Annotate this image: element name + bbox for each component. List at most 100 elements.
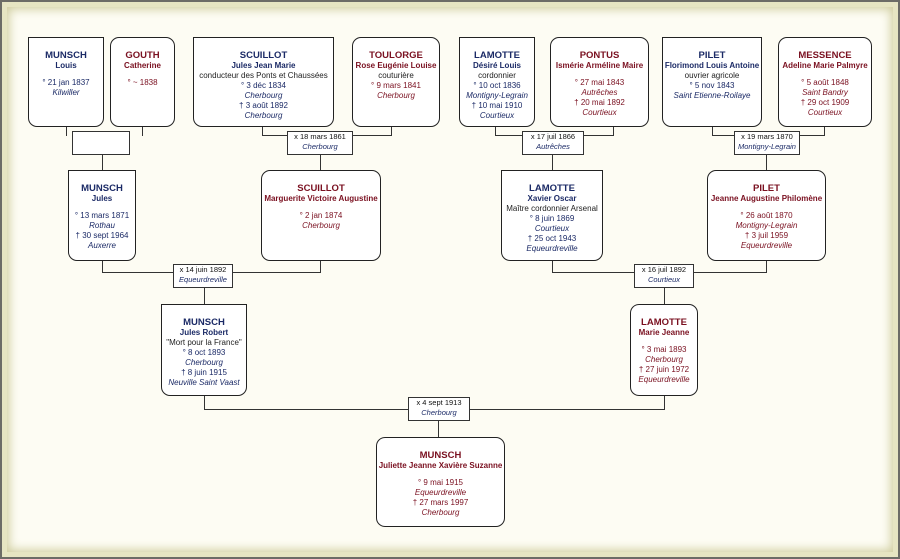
marriage-date: x 18 mars 1861 bbox=[294, 132, 346, 141]
person-gouth-catherine[interactable]: GOUTH Catherine ° ~ 1838 bbox=[110, 37, 175, 127]
connector-line bbox=[320, 154, 321, 171]
surname: PILET bbox=[698, 50, 726, 61]
death-place: Equeurdreville bbox=[638, 375, 690, 384]
person-lamotte-marie[interactable]: LAMOTTE Marie Jeanne ° 3 mai 1893 Cherbo… bbox=[630, 304, 698, 396]
given-names: Marguerite Victoire Augustine bbox=[264, 194, 378, 203]
surname: MUNSCH bbox=[81, 183, 123, 194]
marriage-date: x 16 juil 1892 bbox=[641, 265, 687, 274]
given-names: Jules Robert bbox=[179, 328, 229, 337]
marriage-date: x 17 juil 1866 bbox=[530, 132, 576, 141]
death-date: † 3 juil 1959 bbox=[744, 231, 789, 240]
occupation: conducteur des Ponts et Chaussées bbox=[199, 71, 328, 80]
connector-line bbox=[320, 260, 321, 273]
connector-line bbox=[204, 395, 205, 410]
connector-line bbox=[552, 260, 553, 273]
birth-place: Cherbourg bbox=[645, 355, 683, 364]
occupation: "Mort pour la France" bbox=[166, 338, 242, 347]
marriage-box: x 16 juil 1892 Courtieux bbox=[634, 264, 694, 288]
occupation: couturière bbox=[378, 71, 414, 80]
birth-place: Montigny-Legrain bbox=[735, 221, 798, 230]
birth-date: ° 10 oct 1836 bbox=[473, 81, 521, 90]
connector-line bbox=[262, 126, 263, 136]
death-place: Courtieux bbox=[807, 108, 843, 117]
marriage-box-empty bbox=[72, 131, 130, 155]
person-lamotte-desire[interactable]: LAMOTTE Désiré Louis cordonnier ° 10 oct… bbox=[459, 37, 535, 127]
surname: LAMOTTE bbox=[529, 183, 575, 194]
marriage-place: Cherbourg bbox=[302, 142, 338, 151]
surname: LAMOTTE bbox=[641, 317, 687, 328]
given-names: Ismérie Arméline Maire bbox=[555, 61, 644, 70]
person-lamotte-xavier[interactable]: LAMOTTE Xavier Oscar Maître cordonnier A… bbox=[501, 170, 603, 261]
surname: PONTUS bbox=[579, 50, 620, 61]
birth-date: ° 21 jan 1837 bbox=[42, 78, 90, 87]
person-pilet-jeanne[interactable]: PILET Jeanne Augustine Philomène ° 26 ao… bbox=[707, 170, 826, 261]
marriage-box: x 19 mars 1870 Montigny-Legrain bbox=[734, 131, 800, 155]
connector-line bbox=[613, 126, 614, 136]
person-scuillot-jules[interactable]: SCUILLOT Jules Jean Marie conducteur des… bbox=[193, 37, 334, 127]
occupation: ouvrier agricole bbox=[684, 71, 740, 80]
marriage-box: x 18 mars 1861 Cherbourg bbox=[287, 131, 353, 155]
given-names: Jeanne Augustine Philomène bbox=[710, 194, 823, 203]
person-pontus-ismerie[interactable]: PONTUS Ismérie Arméline Maire ° 27 mai 1… bbox=[550, 37, 649, 127]
person-munsch-juliette[interactable]: MUNSCH Juliette Jeanne Xavière Suzanne °… bbox=[376, 437, 505, 527]
person-munsch-louis[interactable]: MUNSCH Louis ° 21 jan 1837 Kilwiller bbox=[28, 37, 104, 127]
death-date: † 27 mars 1997 bbox=[412, 498, 469, 507]
death-date: † 30 sept 1964 bbox=[75, 231, 129, 240]
marriage-date: x 14 juin 1892 bbox=[179, 265, 227, 274]
death-place: Cherbourg bbox=[244, 111, 283, 120]
death-date: † 3 août 1892 bbox=[239, 101, 288, 110]
death-date: † 25 oct 1943 bbox=[527, 234, 577, 243]
birth-date: ° 3 déc 1834 bbox=[240, 81, 286, 90]
birth-place: Cherbourg bbox=[185, 358, 223, 367]
marriage-place: Montigny-Legrain bbox=[738, 142, 796, 151]
given-names: Rose Eugénie Louise bbox=[355, 61, 437, 70]
connector-line bbox=[766, 154, 767, 171]
given-names: Jules Jean Marie bbox=[231, 61, 296, 70]
connector-line bbox=[391, 126, 392, 136]
marriage-date: x 19 mars 1870 bbox=[741, 132, 793, 141]
occupation: Maître cordonnier Arsenal bbox=[506, 204, 598, 213]
birth-place: Cherbourg bbox=[302, 221, 340, 230]
death-place: Neuville Saint Vaast bbox=[168, 378, 240, 387]
person-scuillot-marguerite[interactable]: SCUILLOT Marguerite Victoire Augustine °… bbox=[261, 170, 381, 261]
connector-line bbox=[204, 288, 205, 305]
birth-date: ° 9 mai 1915 bbox=[417, 478, 463, 487]
given-names: Xavier Oscar bbox=[527, 194, 577, 203]
birth-date: ° ~ 1838 bbox=[127, 78, 158, 87]
surname: MESSENCE bbox=[798, 50, 852, 61]
connector-line bbox=[824, 126, 825, 136]
death-date: † 8 juin 1915 bbox=[181, 368, 227, 377]
birth-date: ° 9 mars 1841 bbox=[371, 81, 421, 90]
birth-place: Cherbourg bbox=[377, 91, 415, 100]
birth-place: Rothau bbox=[89, 221, 115, 230]
death-place: Equeurdreville bbox=[526, 244, 578, 253]
marriage-box: x 14 juin 1892 Equeurdreville bbox=[173, 264, 233, 288]
birth-date: ° 2 jan 1874 bbox=[299, 211, 343, 220]
person-toulorge-rose[interactable]: TOULORGE Rose Eugénie Louise couturière … bbox=[352, 37, 440, 127]
marriage-place: Autrêches bbox=[536, 142, 570, 151]
birth-place: Kilwiller bbox=[52, 88, 80, 97]
death-place: Cherbourg bbox=[421, 508, 460, 517]
birth-date: ° 3 mai 1893 bbox=[641, 345, 687, 354]
connector-line bbox=[495, 126, 496, 136]
birth-date: ° 8 juin 1869 bbox=[529, 214, 575, 223]
death-date: † 29 oct 1909 bbox=[800, 98, 850, 107]
connector-line bbox=[438, 420, 439, 438]
connector-line bbox=[142, 126, 143, 136]
person-munsch-jules[interactable]: MUNSCH Jules ° 13 mars 1871 Rothau † 30 … bbox=[68, 170, 136, 261]
birth-place: Autrêches bbox=[581, 88, 618, 97]
connector-line bbox=[664, 288, 665, 305]
connector-line bbox=[766, 260, 767, 273]
person-munsch-jules-robert[interactable]: MUNSCH Jules Robert "Mort pour la France… bbox=[161, 304, 247, 396]
person-pilet-florimond[interactable]: PILET Florimond Louis Antoine ouvrier ag… bbox=[662, 37, 762, 127]
connector-line bbox=[66, 126, 67, 136]
birth-date: ° 5 nov 1843 bbox=[689, 81, 735, 90]
death-place: Courtieux bbox=[479, 111, 515, 120]
birth-place: Montigny-Legrain bbox=[466, 91, 528, 100]
surname: MUNSCH bbox=[45, 50, 87, 61]
birth-place: Cherbourg bbox=[244, 91, 283, 100]
marriage-box: x 17 juil 1866 Autrêches bbox=[522, 131, 584, 155]
death-date: † 10 mai 1910 bbox=[471, 101, 523, 110]
person-messence-adeline[interactable]: MESSENCE Adeline Marie Palmyre ° 5 août … bbox=[778, 37, 872, 127]
birth-date: ° 13 mars 1871 bbox=[74, 211, 130, 220]
